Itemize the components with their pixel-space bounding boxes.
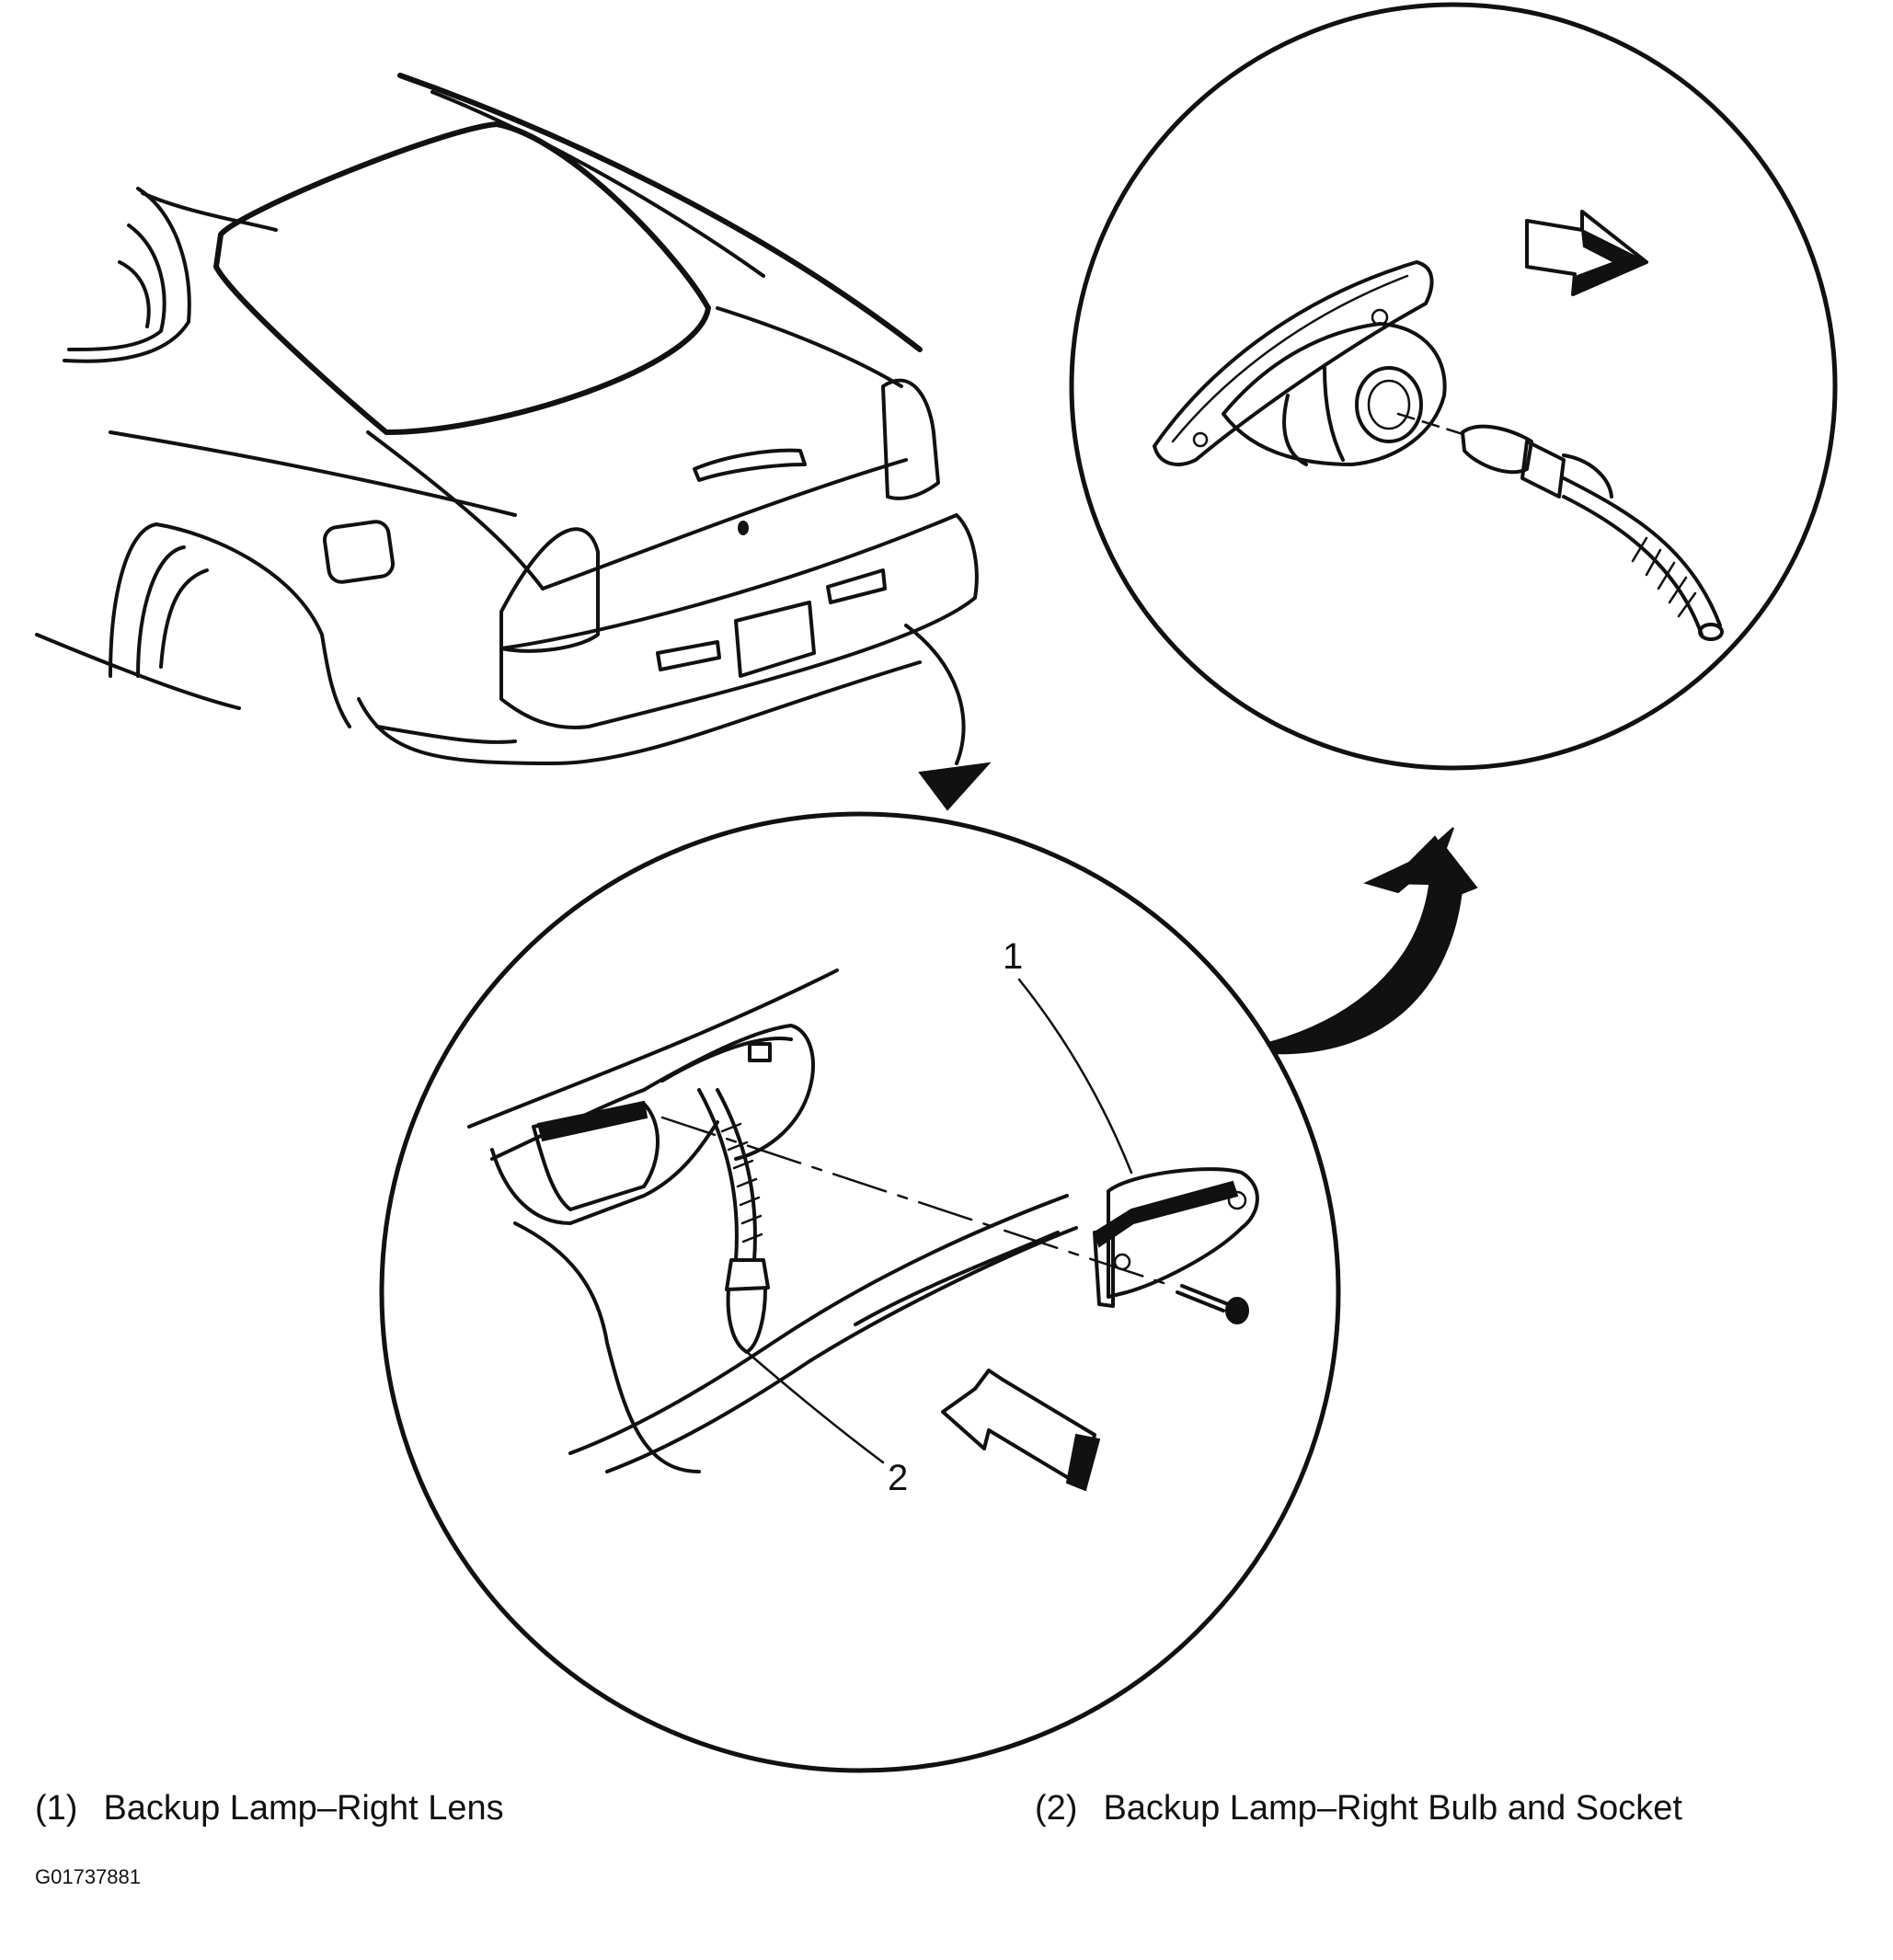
detail-circle-lens-removal	[379, 811, 1341, 1773]
callout-1: 1	[1003, 936, 1023, 977]
figure-id: G01737881	[35, 1865, 141, 1888]
legend-number-2: (2)	[1035, 1789, 1078, 1828]
legend-item-2: (2) Backup Lamp–Right Bulb and Socket	[1035, 1789, 1682, 1828]
curved-arrow-to-top-detail	[1263, 827, 1478, 1055]
legend-item-1: (1) Backup Lamp–Right Lens	[35, 1789, 504, 1828]
legend-label-2: Backup Lamp–Right Bulb and Socket	[1103, 1789, 1682, 1828]
legend-label-1: Backup Lamp–Right Lens	[103, 1789, 504, 1828]
car-rear-view	[35, 73, 992, 811]
legend-number-1: (1)	[35, 1789, 78, 1828]
callout-2: 2	[888, 1458, 908, 1498]
detail-circle-bulb-removal	[1069, 2, 1838, 771]
